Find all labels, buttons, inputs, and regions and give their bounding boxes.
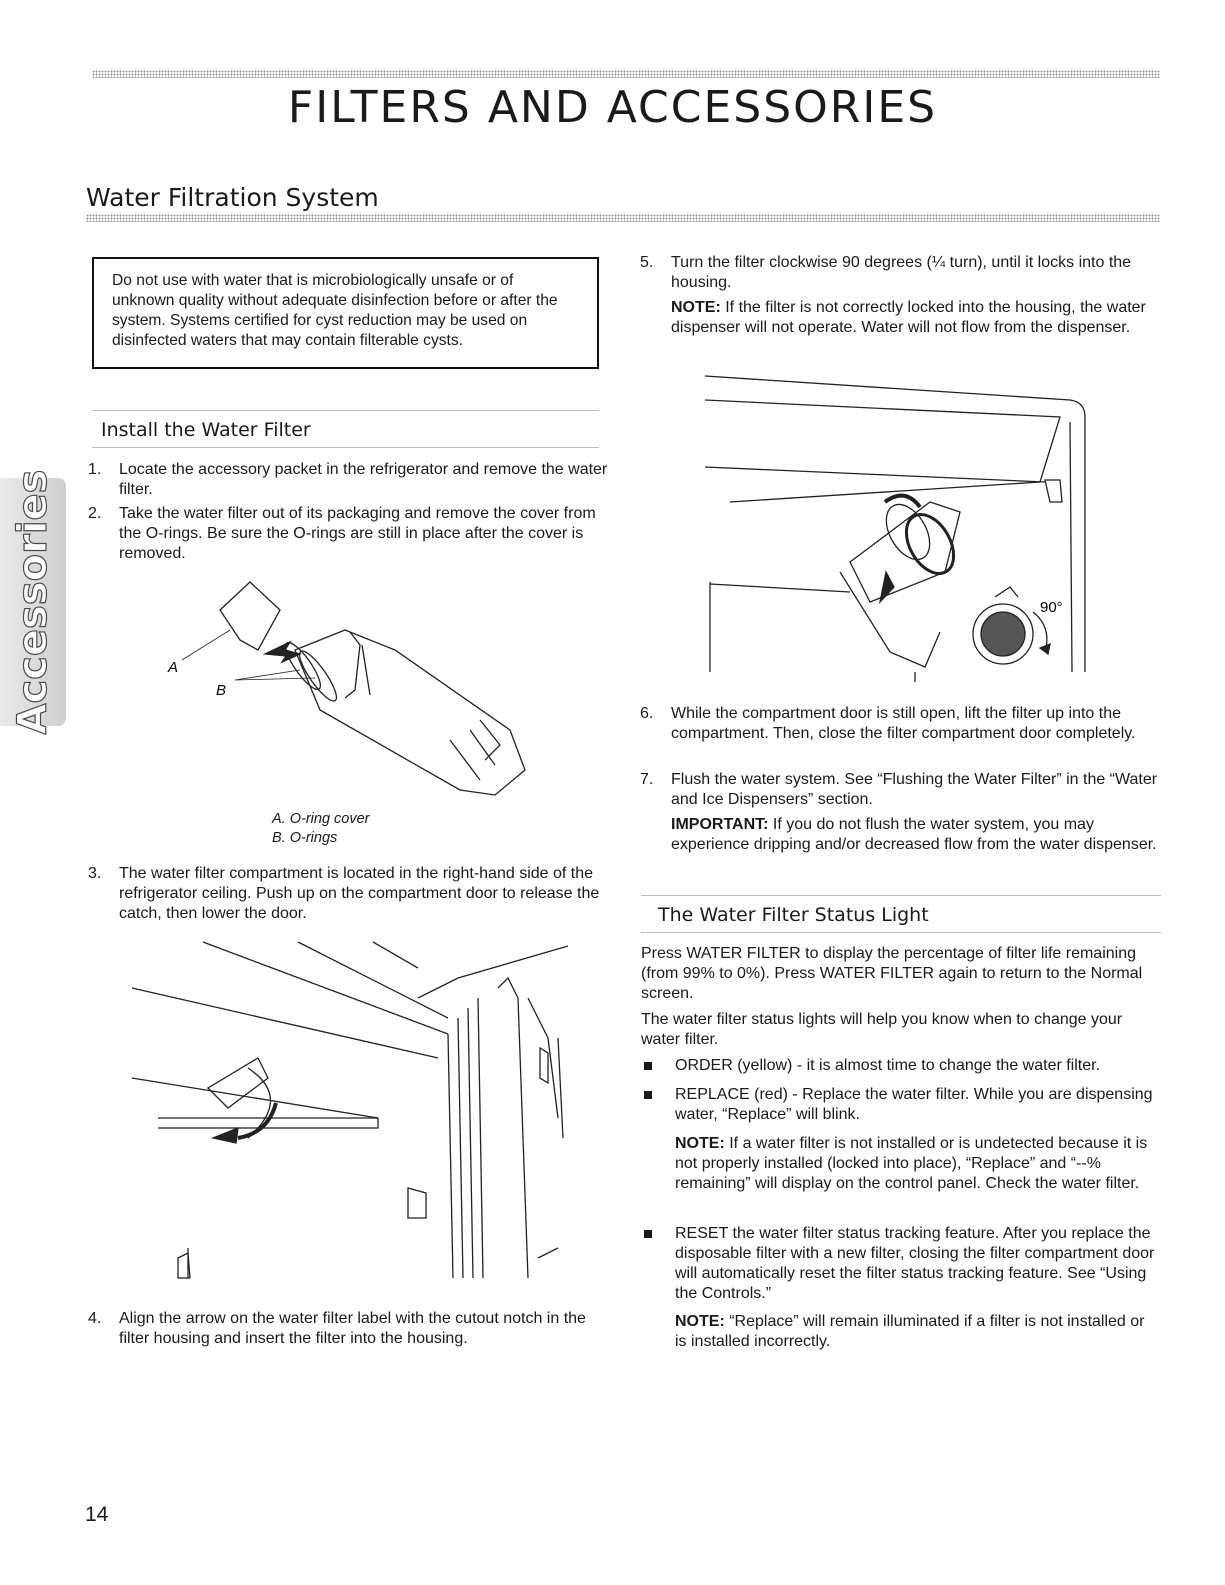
note-text: If the filter is not correctly locked in…: [671, 299, 1146, 336]
bullet-square: [644, 1062, 652, 1070]
step-text: Align the arrow on the water filter labe…: [119, 1310, 586, 1347]
status-bullet-replace: REPLACE (red) - Replace the water filter…: [644, 1085, 1161, 1125]
status-heading-rule-top: [641, 895, 1161, 896]
caption-b: B. O-rings: [272, 830, 338, 846]
step-number: 1.: [88, 461, 102, 478]
status-bullet-order: ORDER (yellow) - it is almost time to ch…: [644, 1056, 1161, 1076]
step-text: Flush the water system. See “Flushing th…: [671, 771, 1158, 808]
bullet-text: ORDER (yellow) - it is almost time to ch…: [675, 1057, 1101, 1074]
figure-label-b: B: [216, 682, 226, 699]
status-para-1: Press WATER FILTER to display the percen…: [641, 945, 1143, 1002]
step-number: 6.: [640, 705, 654, 722]
note-label: NOTE:: [675, 1135, 725, 1152]
install-heading: Install the Water Filter: [101, 419, 311, 441]
status-heading-rule-bottom: [641, 932, 1161, 933]
step-number: 4.: [88, 1310, 102, 1327]
step-number: 7.: [640, 771, 654, 788]
step-number: 2.: [88, 505, 102, 522]
bullet-square: [644, 1230, 652, 1238]
step-text: While the compartment door is still open…: [671, 705, 1136, 742]
step-number: 5.: [640, 254, 654, 271]
install-step-1: 1. Locate the accessory packet in the re…: [88, 460, 608, 500]
status-heading: The Water Filter Status Light: [658, 904, 929, 926]
important-text: If you do not flush the water system, yo…: [671, 816, 1157, 853]
status-bullet-reset: RESET the water filter status tracking f…: [644, 1224, 1161, 1304]
install-step-2: 2. Take the water filter out of its pack…: [88, 504, 608, 564]
warning-text: Do not use with water that is microbiolo…: [112, 272, 558, 349]
note-step-5: NOTE: If the filter is not correctly loc…: [671, 298, 1161, 338]
install-step-5: 5. Turn the filter clockwise 90 degrees …: [640, 253, 1160, 293]
install-heading-rule-bottom: [92, 447, 599, 448]
install-step-3: 3. The water filter compartment is locat…: [88, 864, 608, 924]
step-text: Locate the accessory packet in the refri…: [119, 461, 608, 498]
note-label: NOTE:: [675, 1313, 725, 1330]
water-filter-illustration: A B: [150, 570, 550, 810]
filter-compartment-illustration: [118, 938, 578, 1288]
status-note-1: NOTE: If a water filter is not installed…: [675, 1134, 1155, 1194]
caption-a: A. O-ring cover: [272, 811, 370, 827]
warning-box: Do not use with water that is microbiolo…: [92, 257, 599, 369]
install-heading-rule-top: [92, 410, 599, 411]
angle-label: 90°: [1040, 599, 1063, 616]
step-text: Turn the filter clockwise 90 degrees (¼ …: [671, 254, 1132, 291]
section-title: Water Filtration System: [86, 183, 379, 212]
side-tab-label: Accessories: [9, 469, 56, 735]
side-tab-accessories: Accessories: [0, 469, 66, 735]
top-rule: [92, 70, 1160, 78]
install-step-4: 4. Align the arrow on the water filter l…: [88, 1309, 608, 1349]
status-para-2: The water filter status lights will help…: [641, 1011, 1123, 1048]
step-number: 3.: [88, 865, 102, 882]
important-note: IMPORTANT: If you do not flush the water…: [671, 815, 1161, 855]
bullet-square: [644, 1091, 652, 1099]
figure-label-a: A: [167, 659, 178, 676]
bullet-text: REPLACE (red) - Replace the water filter…: [675, 1086, 1153, 1123]
important-label: IMPORTANT:: [671, 816, 769, 833]
step-text: The water filter compartment is located …: [119, 865, 600, 922]
filter-turn-illustration: 90°: [700, 372, 1100, 682]
note-text: “Replace” will remain illuminated if a f…: [675, 1313, 1145, 1350]
install-step-6: 6. While the compartment door is still o…: [640, 704, 1160, 744]
step-text: Take the water filter out of its packagi…: [119, 505, 596, 562]
page-title: FILTERS AND ACCESSORIES: [287, 82, 938, 133]
page-number: 14: [85, 1503, 109, 1526]
section-title-rule: [86, 214, 1160, 222]
status-note-2: NOTE: “Replace” will remain illuminated …: [675, 1312, 1155, 1352]
bullet-text: RESET the water filter status tracking f…: [675, 1225, 1155, 1302]
note-label: NOTE:: [671, 299, 721, 316]
note-text: If a water filter is not installed or is…: [675, 1135, 1148, 1192]
install-step-7: 7. Flush the water system. See “Flushing…: [640, 770, 1160, 810]
